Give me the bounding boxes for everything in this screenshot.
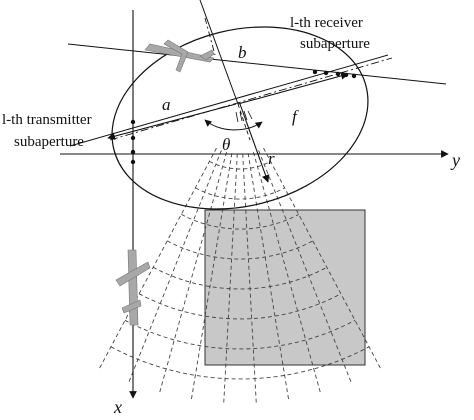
- polar-grid-arc: [152, 266, 328, 290]
- receiver-label-line2: subaperture: [300, 36, 370, 52]
- receiver-aperture-dots: [312, 69, 357, 79]
- transmitter-track: [69, 54, 389, 147]
- label-b: b: [238, 43, 247, 62]
- polar-grid: [98, 147, 382, 404]
- iso-range-ellipse: [111, 26, 369, 210]
- vector-a: [107, 103, 237, 140]
- receiver-label-line1: l-th receiver: [290, 15, 363, 31]
- polar-grid-arc: [181, 214, 299, 230]
- label-f: f: [292, 107, 299, 126]
- label-x-axis: x: [113, 397, 122, 417]
- vector-f: [237, 72, 349, 105]
- label-y-axis: y: [450, 150, 460, 170]
- polar-grid-arc: [110, 346, 370, 380]
- polar-grid-arc: [195, 187, 285, 200]
- transmitter-aperture-dots: [130, 119, 136, 165]
- polar-grid-arc: [124, 319, 356, 350]
- normal-line-dashed: [237, 103, 251, 141]
- imaging-scene-patch: [204, 209, 366, 366]
- origin-hatch: [235, 110, 253, 123]
- transmitter-track-extension: [109, 57, 393, 141]
- transmitter-aircraft-icon: [115, 249, 151, 326]
- label-r: r: [268, 149, 275, 168]
- receiver-aircraft-icon: [144, 39, 215, 73]
- polar-grid-arc: [209, 161, 271, 170]
- normal-line-2: [204, 17, 216, 56]
- normal-line: [199, 0, 239, 105]
- vector-r: [239, 103, 270, 183]
- receiver-track: [67, 43, 447, 85]
- transmitter-label-line1: l-th transmitter: [2, 112, 92, 128]
- label-a: a: [162, 95, 171, 114]
- polar-grid-spoke: [98, 147, 217, 370]
- transmitter-label-line2: subaperture: [14, 134, 84, 150]
- label-theta: θ: [222, 135, 230, 154]
- polar-grid-arc: [138, 293, 342, 320]
- theta-arc: [204, 119, 263, 131]
